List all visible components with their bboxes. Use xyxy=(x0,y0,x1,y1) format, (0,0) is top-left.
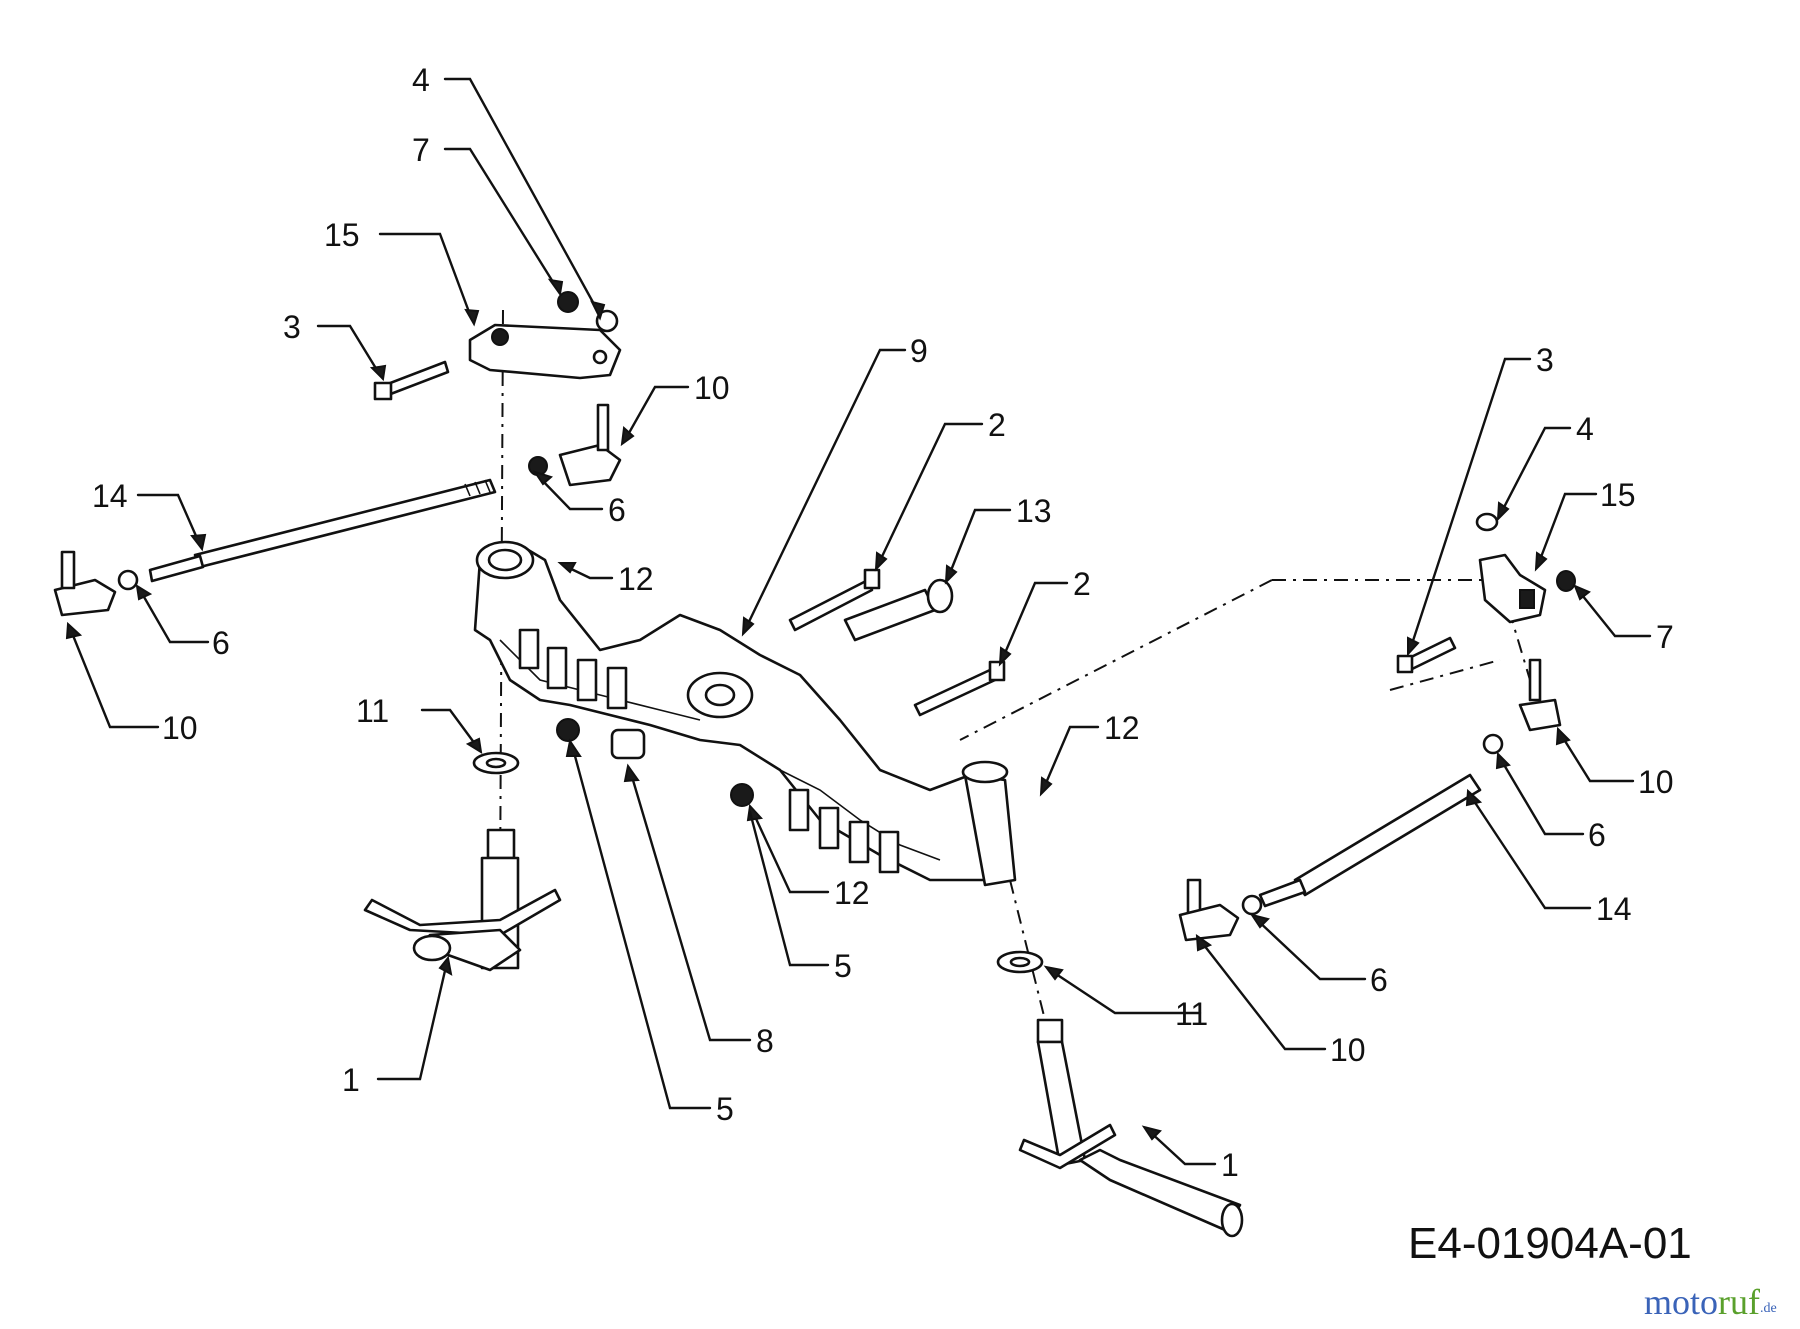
callout-9: 9 xyxy=(910,333,928,369)
callout-labels: 4 7 15 3 10 6 14 6 10 12 9 2 13 2 11 12 … xyxy=(92,62,1674,1183)
left-spindle xyxy=(363,828,562,972)
watermark-part1: moto xyxy=(1644,1282,1718,1322)
callout-11-right: 11 xyxy=(1175,996,1208,1032)
left-bolt-3 xyxy=(373,360,450,401)
callout-4-top: 4 xyxy=(412,62,430,98)
callout-2-upper: 2 xyxy=(988,407,1006,443)
drawing-code: E4-01904A-01 xyxy=(1408,1219,1692,1268)
left-tie-rod xyxy=(148,478,497,583)
right-nut-7 xyxy=(1556,570,1576,592)
callout-15-right: 15 xyxy=(1600,477,1636,513)
pivot-bolt-13 xyxy=(843,578,954,642)
callout-13: 13 xyxy=(1016,493,1052,529)
front-axle-beam xyxy=(473,540,1017,887)
lower-bolt-2 xyxy=(913,660,1006,717)
callout-3-right: 3 xyxy=(1536,342,1554,378)
left-nut-7 xyxy=(557,291,579,313)
lower-nut-5 xyxy=(730,783,754,807)
callout-5-mid: 5 xyxy=(834,948,852,984)
callout-4-right: 4 xyxy=(1576,411,1594,447)
leader-lines xyxy=(65,77,1652,1166)
callout-12-mid: 12 xyxy=(1104,710,1140,746)
bushing-8 xyxy=(610,728,646,760)
callout-2-lower: 2 xyxy=(1073,566,1091,602)
watermark-part2: ruf xyxy=(1718,1282,1760,1322)
callout-14-right: 14 xyxy=(1596,891,1632,927)
right-tie-rod-end xyxy=(1178,878,1263,942)
center-lines xyxy=(499,309,1531,1041)
callout-15-top: 15 xyxy=(324,217,360,253)
callout-1-right: 1 xyxy=(1221,1147,1239,1183)
callout-7-top: 7 xyxy=(412,132,430,168)
callout-5-bottom: 5 xyxy=(716,1091,734,1127)
callout-1-left: 1 xyxy=(342,1062,360,1098)
callout-3-left: 3 xyxy=(283,309,301,345)
callout-12-left: 12 xyxy=(618,561,654,597)
callout-10-top: 10 xyxy=(694,370,730,406)
right-nut-4 xyxy=(1475,512,1499,532)
motoruf-logo: motoruf.de xyxy=(1644,1282,1777,1322)
right-washer-11 xyxy=(996,950,1044,974)
right-spindle xyxy=(1018,1018,1244,1238)
watermark-suffix: .de xyxy=(1760,1301,1777,1316)
left-steering-arm xyxy=(468,323,622,380)
callout-6-right-lower: 6 xyxy=(1370,962,1388,998)
callout-7-right: 7 xyxy=(1656,619,1674,655)
svg-text:motoruf.de: motoruf.de xyxy=(1644,1282,1777,1322)
callout-6-right-upper: 6 xyxy=(1588,817,1606,853)
upper-bolt-2 xyxy=(788,568,881,632)
callout-6-left-lower: 6 xyxy=(212,625,230,661)
right-ball-joint-upper xyxy=(1518,658,1562,732)
right-bolt-3 xyxy=(1396,636,1457,674)
left-washer-11 xyxy=(472,751,520,775)
right-tie-rod xyxy=(1258,733,1504,908)
callout-10-right-upper: 10 xyxy=(1638,764,1674,800)
callout-14-left: 14 xyxy=(92,478,128,514)
right-steering-arm xyxy=(1478,553,1547,624)
callout-12-lower: 12 xyxy=(834,875,870,911)
left-nut-4 xyxy=(595,309,619,333)
upper-ball-joint xyxy=(528,403,622,487)
callout-6-left-upper: 6 xyxy=(608,492,626,528)
left-tie-rod-end xyxy=(53,550,139,617)
callout-10-left: 10 xyxy=(162,710,198,746)
callout-8: 8 xyxy=(756,1023,774,1059)
callout-10-right-lower: 10 xyxy=(1330,1032,1366,1068)
callout-11-left: 11 xyxy=(356,693,389,729)
center-nut-5 xyxy=(556,718,580,742)
